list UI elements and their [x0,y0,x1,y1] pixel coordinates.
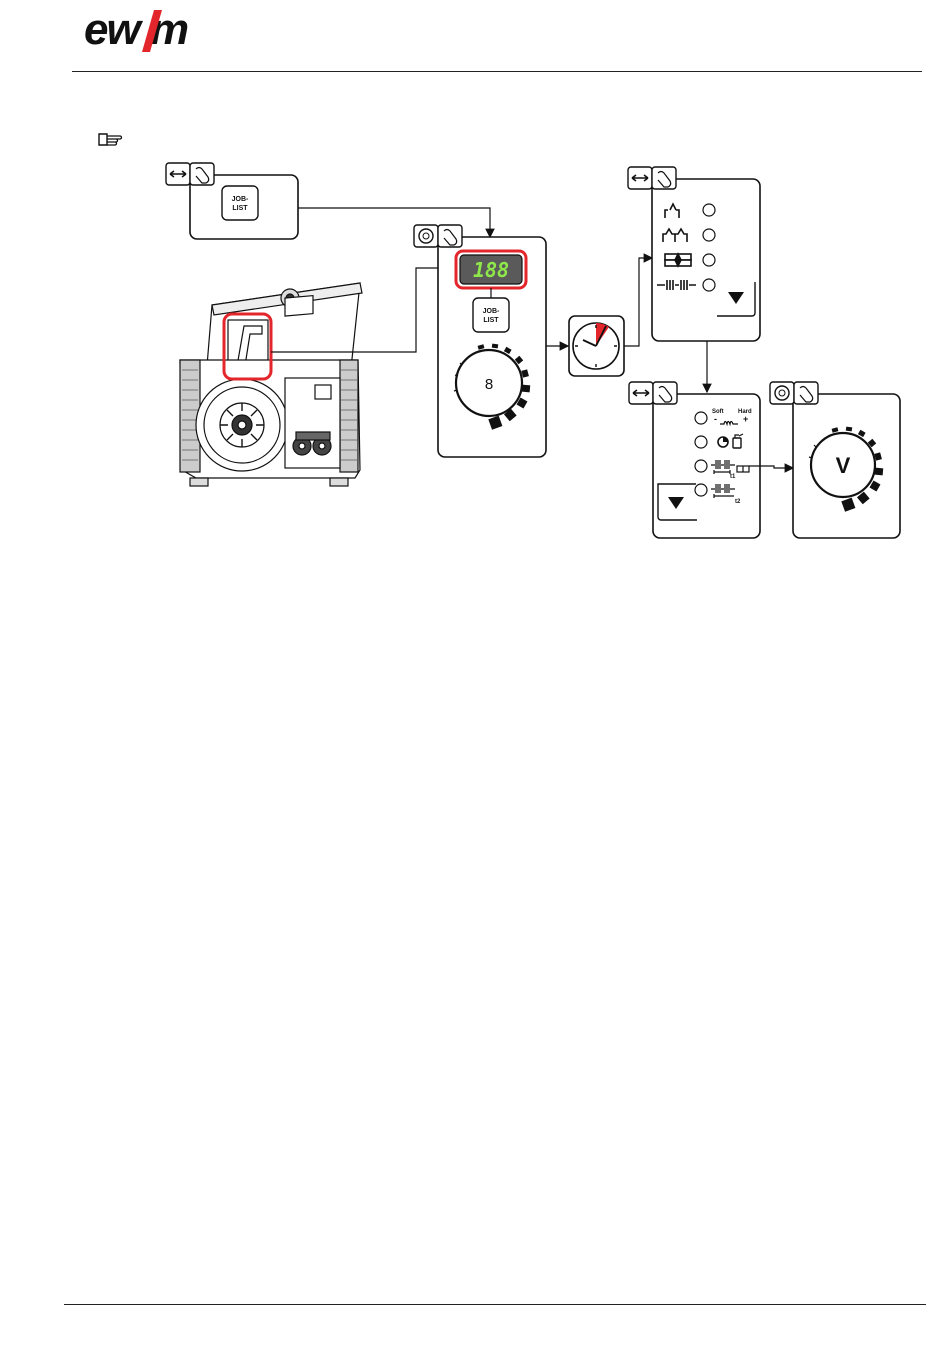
spot-welding-icon [665,254,691,266]
job-list-label-1: JOB- [232,196,249,203]
mode-led-2[interactable] [703,229,715,241]
plus-sign: + [743,414,748,424]
touch-hand-icon [438,225,462,247]
encoder-knob-icon [770,382,794,404]
job-list-button-2[interactable]: JOB- LIST [473,298,509,332]
svg-text:ew: ew [84,10,143,52]
minus-sign: - [714,414,717,424]
touch-hand-icon [190,163,214,185]
job-list-label-2: LIST [232,205,248,212]
t2-label: t2 [735,499,741,505]
mode-panel [628,167,760,341]
mode-led-3[interactable] [703,254,715,266]
t1-label: t1 [730,474,736,480]
job-list-panel: JOB- LIST [166,163,298,239]
touch-hand-icon [653,382,677,404]
ewm-logo: ew m [84,10,214,52]
display-value: 188 [473,258,509,282]
header-rule [72,71,922,72]
wire-feeder-machine [180,283,362,486]
arrow-toggle-icon [166,163,190,185]
footer-rule [64,1304,926,1305]
voltage-label: V [836,453,851,478]
param-led-3[interactable] [695,460,707,472]
arrow-toggle-icon [628,167,652,189]
param-led-1[interactable] [695,412,707,424]
mode-led-4[interactable] [703,279,715,291]
param-led-2[interactable] [695,436,707,448]
parameter-panel: Soft Hard - + t1 t2 [629,382,760,538]
mode-led-1[interactable] [703,204,715,216]
encoder-knob-icon [414,225,438,247]
encoder-symbol: 8 [485,376,493,393]
clock-icon [569,316,624,376]
job-list-button[interactable]: JOB- LIST [222,186,258,220]
operation-diagram: JOB- LIST [160,160,920,550]
pointer-hand-icon [97,131,123,147]
touch-hand-icon [652,167,676,189]
display-panel: 188 JOB- LIST 8 [414,225,546,457]
param-led-4[interactable] [695,484,707,496]
arrow-toggle-icon [629,382,653,404]
touch-hand-icon [794,382,818,404]
job-list-label-1b: JOB- [483,308,500,315]
job-list-label-2b: LIST [483,317,499,324]
voltage-panel: V [770,382,900,538]
